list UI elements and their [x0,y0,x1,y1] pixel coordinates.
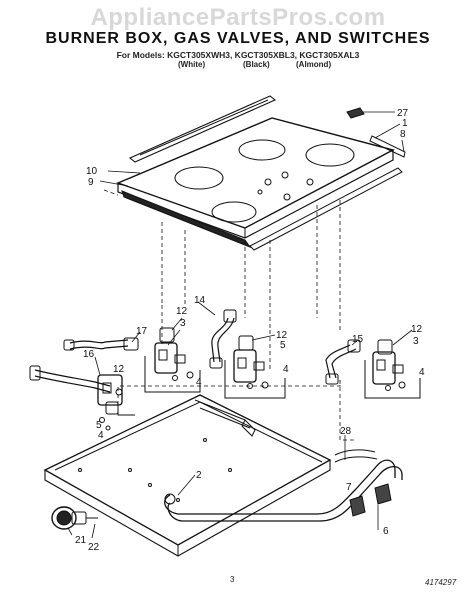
callout-12-center: 12 [276,330,288,341]
callout-10: 10 [86,166,98,177]
leader-lines [67,111,413,539]
callout-4-front-left: 4 [98,430,104,441]
regulator-part [51,506,98,530]
callout-5-center: 5 [280,340,286,351]
side-trim-strips [121,135,406,251]
callout-12-right: 12 [411,324,423,335]
page-number: 3 [230,575,235,584]
callout-8: 8 [400,129,406,140]
burner-tube-loop [164,449,403,522]
callout-22: 22 [88,542,100,553]
left-burner-tube [29,337,139,393]
callout-17: 17 [136,326,148,337]
callout-5-front-left: 5 [96,420,102,431]
document-number: 4174297 [425,578,457,587]
valve-left-rear [144,327,201,393]
tube-center-left [209,309,237,369]
color-label-white: (White) [178,60,206,69]
callout-16: 16 [83,349,95,360]
clip-part [346,107,365,119]
callout-21: 21 [75,535,87,546]
callout-28: 28 [340,426,352,437]
callout-27: 27 [397,108,409,119]
callout-6: 6 [383,526,389,537]
callout-9: 9 [88,177,94,188]
color-label-almond: (Almond) [296,60,332,69]
switch-parts [349,483,392,517]
valve-right [364,339,421,399]
guide-lines [103,189,355,441]
callout-3-rear-left: 3 [180,318,186,329]
callout-labels: 27 1 8 10 9 14 17 16 12 5 4 12 3 4 12 5 … [75,108,425,553]
color-label-black: (Black) [243,60,270,69]
callout-1: 1 [402,118,408,129]
callout-12-front-left: 12 [113,364,125,375]
watermark-text: AppliancePartsPros.com [90,4,386,31]
callout-3-right: 3 [413,336,419,347]
burner-box-pan [43,394,332,557]
cooktop-panel [116,117,395,239]
callout-15: 15 [352,334,364,345]
callout-4-center: 4 [283,364,289,375]
callout-7: 7 [346,482,352,493]
callout-12-rear-left: 12 [176,306,188,317]
valve-left-front [97,374,135,431]
tube-right [325,339,361,385]
models-line: For Models: KGCT305XWH3, KGCT305XBL3, KG… [116,50,360,60]
callout-4-rear-left: 4 [196,377,202,388]
rear-trim-strip [128,95,277,163]
callout-14: 14 [194,295,206,306]
diagram-title: BURNER BOX, GAS VALVES, AND SWITCHES [45,30,431,47]
callout-4-right: 4 [419,367,425,378]
callout-2: 2 [196,470,202,481]
valve-center [224,335,286,399]
